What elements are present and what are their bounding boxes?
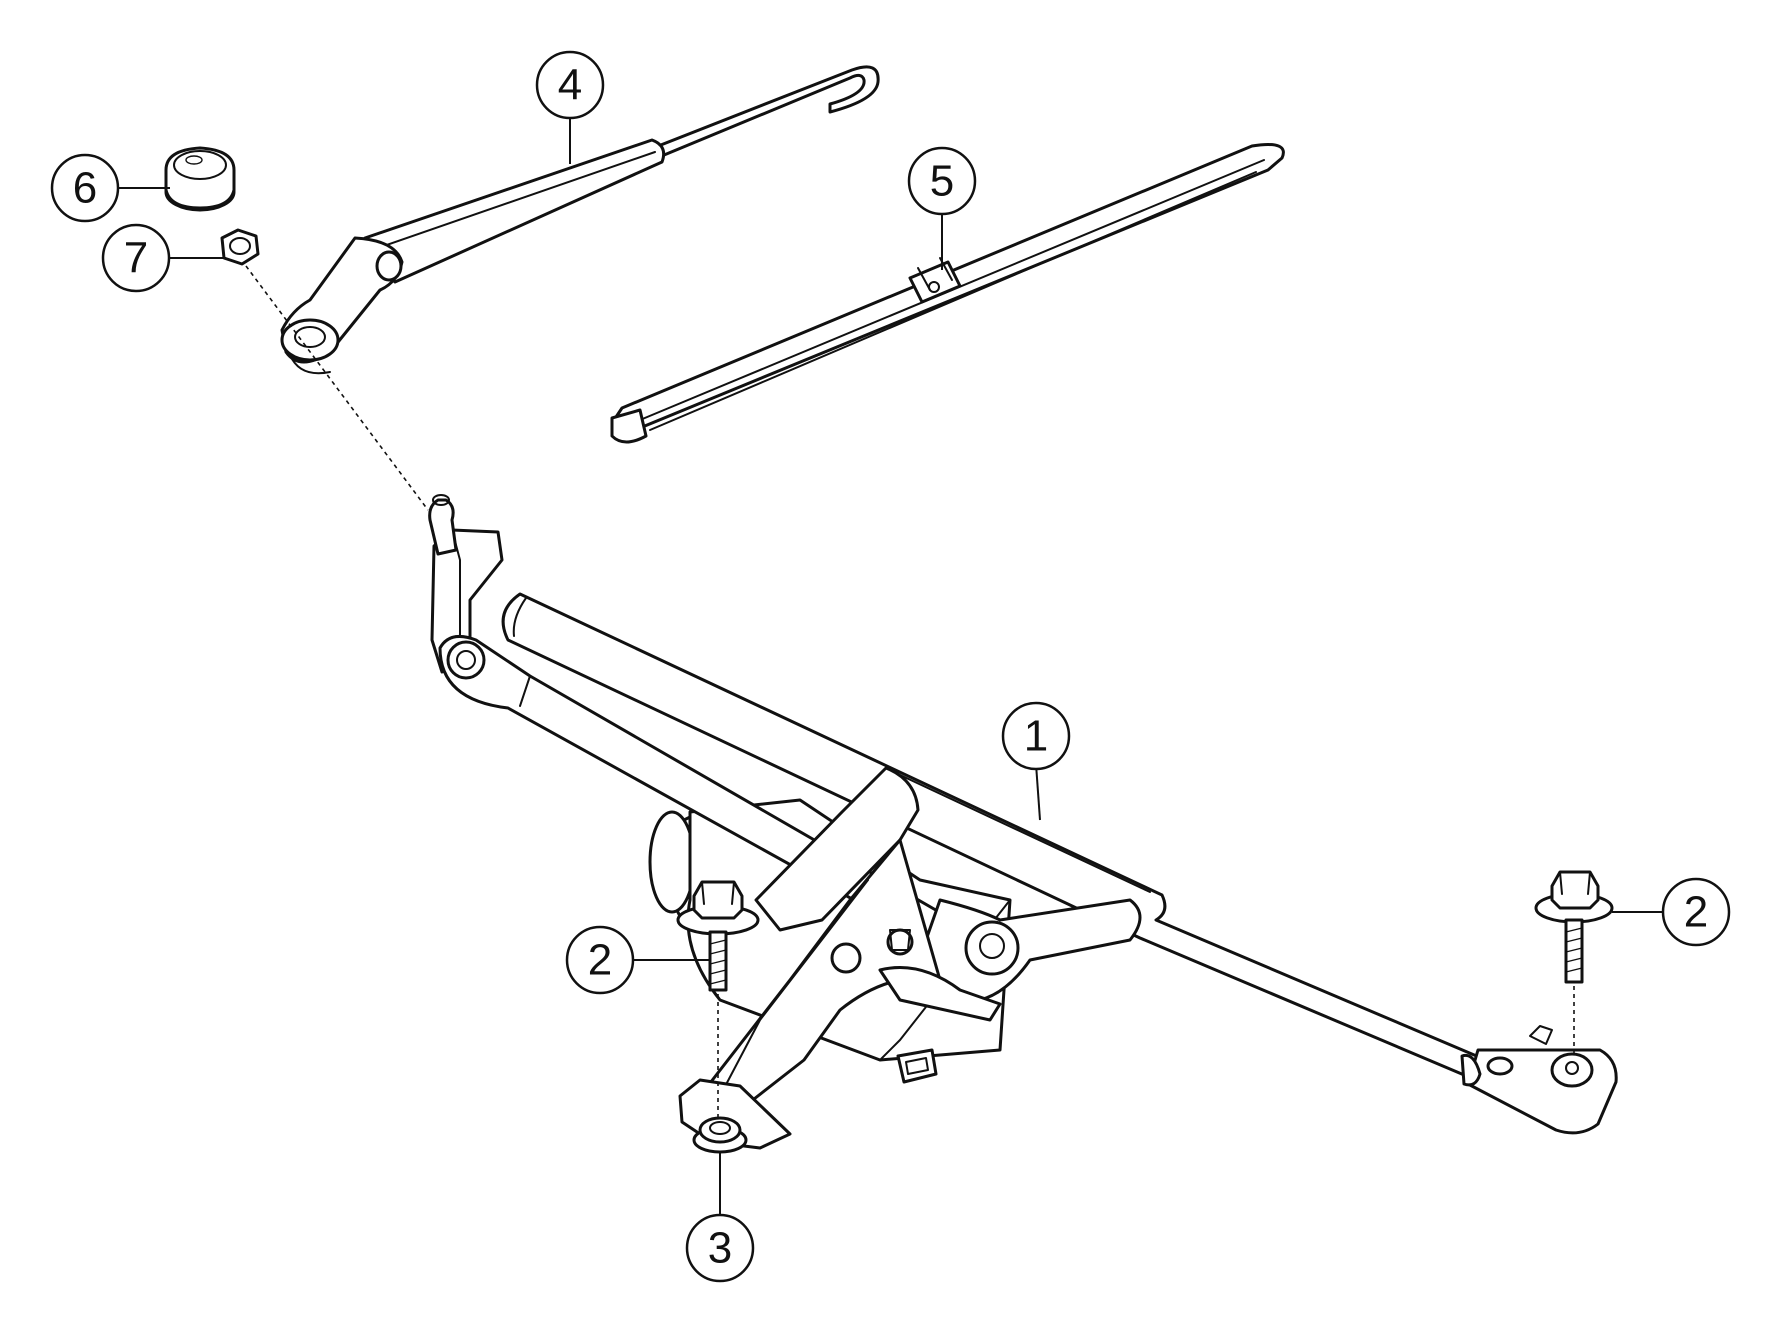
callout-2-right: 2 bbox=[1661, 877, 1731, 947]
svg-text:1: 1 bbox=[1024, 712, 1048, 761]
svg-text:4: 4 bbox=[558, 61, 582, 110]
callout-2-left: 2 bbox=[565, 925, 635, 995]
wiper-arm bbox=[280, 65, 880, 375]
arm-nut bbox=[220, 228, 260, 266]
callout-1: 1 bbox=[1001, 701, 1071, 771]
rubber-grommet bbox=[692, 1116, 748, 1154]
svg-text:2: 2 bbox=[1684, 888, 1708, 937]
callout-4: 4 bbox=[535, 50, 605, 120]
svg-text:2: 2 bbox=[588, 936, 612, 985]
wiper-blade bbox=[610, 143, 1285, 444]
callout-7: 7 bbox=[101, 223, 171, 293]
mounting-bolt-right bbox=[1534, 870, 1614, 984]
svg-text:7: 7 bbox=[124, 234, 148, 283]
assembly-axis-arm bbox=[245, 265, 429, 511]
mounting-bolt-left bbox=[676, 880, 760, 992]
svg-text:5: 5 bbox=[930, 157, 954, 206]
callout-6: 6 bbox=[50, 153, 120, 223]
wiper-linkage-assembly bbox=[428, 494, 1618, 1150]
svg-text:6: 6 bbox=[73, 164, 97, 213]
svg-text:3: 3 bbox=[708, 1224, 732, 1273]
callout-5: 5 bbox=[907, 146, 977, 216]
nut-cover-cap bbox=[164, 146, 236, 212]
callout-3: 3 bbox=[685, 1213, 755, 1283]
leader-lines bbox=[118, 118, 1662, 1220]
